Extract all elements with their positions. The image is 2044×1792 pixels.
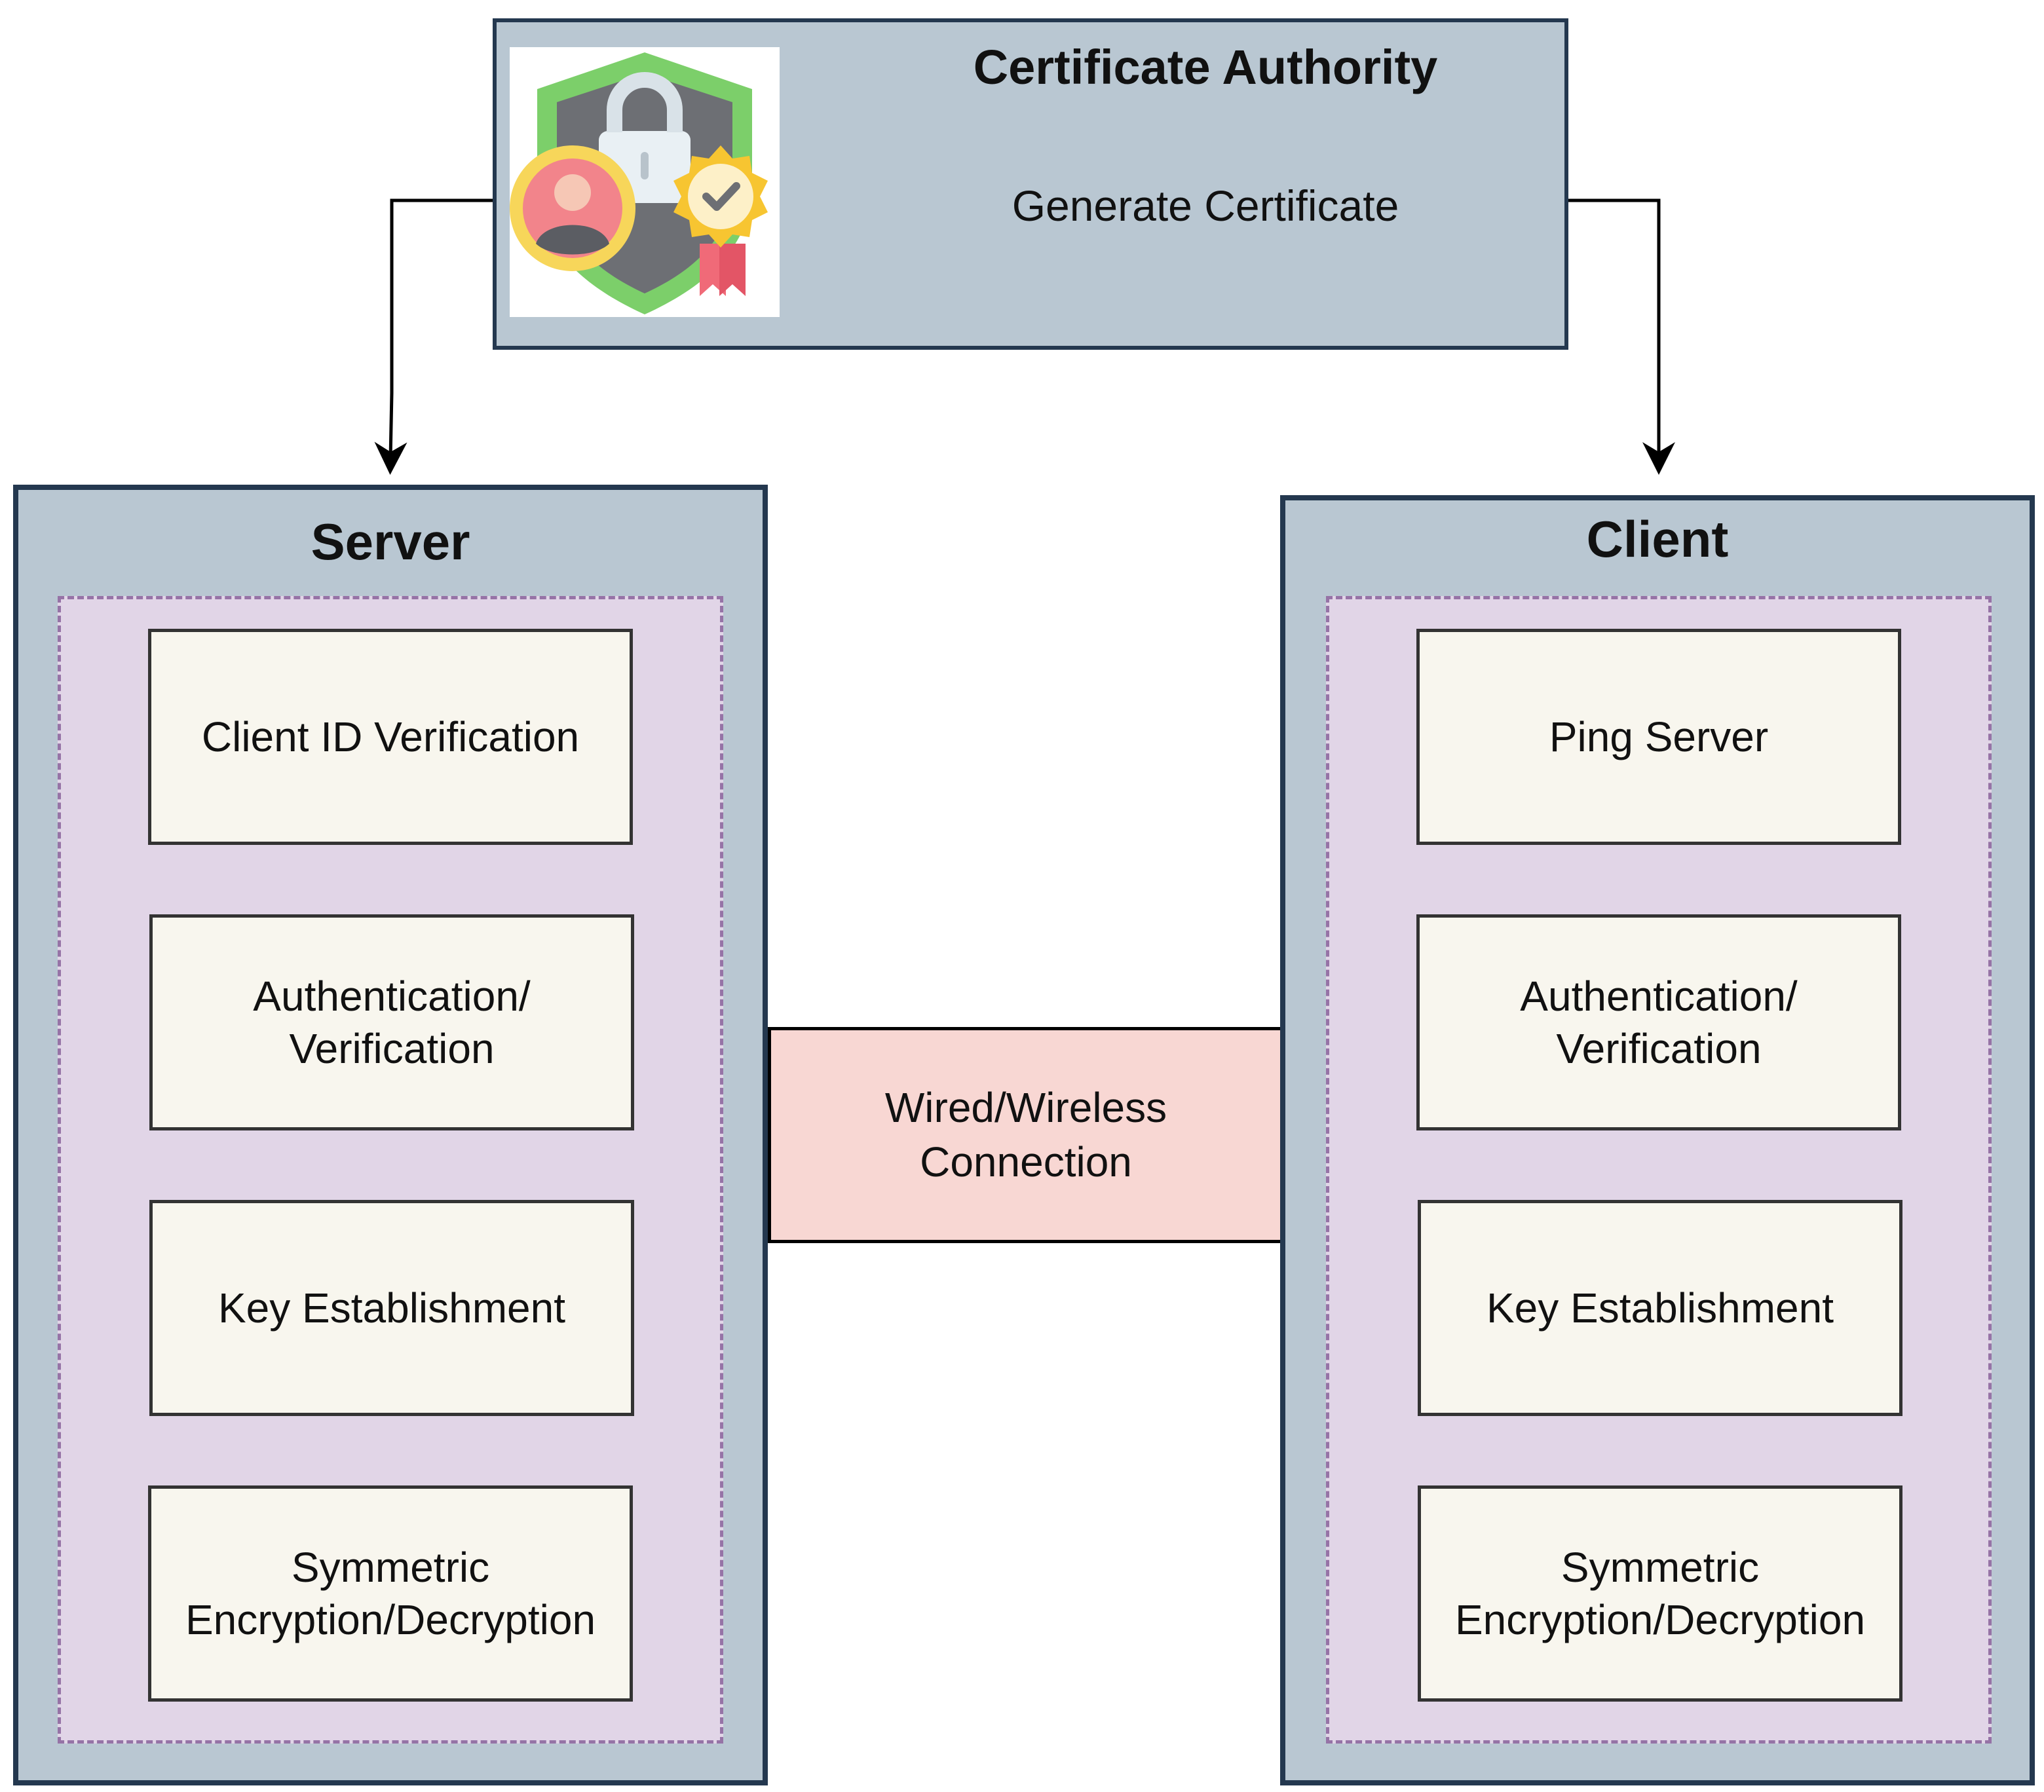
client-item-authentication: Authentication/ Verification: [1416, 914, 1901, 1130]
server-item-key-establishment: Key Establishment: [149, 1200, 634, 1416]
ca-title: Certificate Authority: [973, 40, 1438, 94]
server-item-symmetric-encryption: Symmetric Encryption/Decryption: [148, 1485, 633, 1702]
ca-to-server-arrow: [374, 198, 493, 475]
ca-to-client-arrow: [1568, 198, 1675, 475]
client-item-symmetric-encryption: Symmetric Encryption/Decryption: [1418, 1485, 1902, 1702]
client-title: Client: [1586, 510, 1729, 568]
server-title: Server: [311, 513, 470, 570]
ca-subtitle: Generate Certificate: [1012, 181, 1399, 230]
wired-wireless-connection: Wired/Wireless Connection: [768, 1027, 1284, 1243]
server-item-authentication: Authentication/ Verification: [149, 914, 634, 1130]
server-item-client-id-verification: Client ID Verification: [148, 629, 633, 845]
client-item-key-establishment: Key Establishment: [1418, 1200, 1902, 1416]
security-certificate-icon: [510, 47, 780, 317]
client-item-ping-server: Ping Server: [1416, 629, 1901, 845]
